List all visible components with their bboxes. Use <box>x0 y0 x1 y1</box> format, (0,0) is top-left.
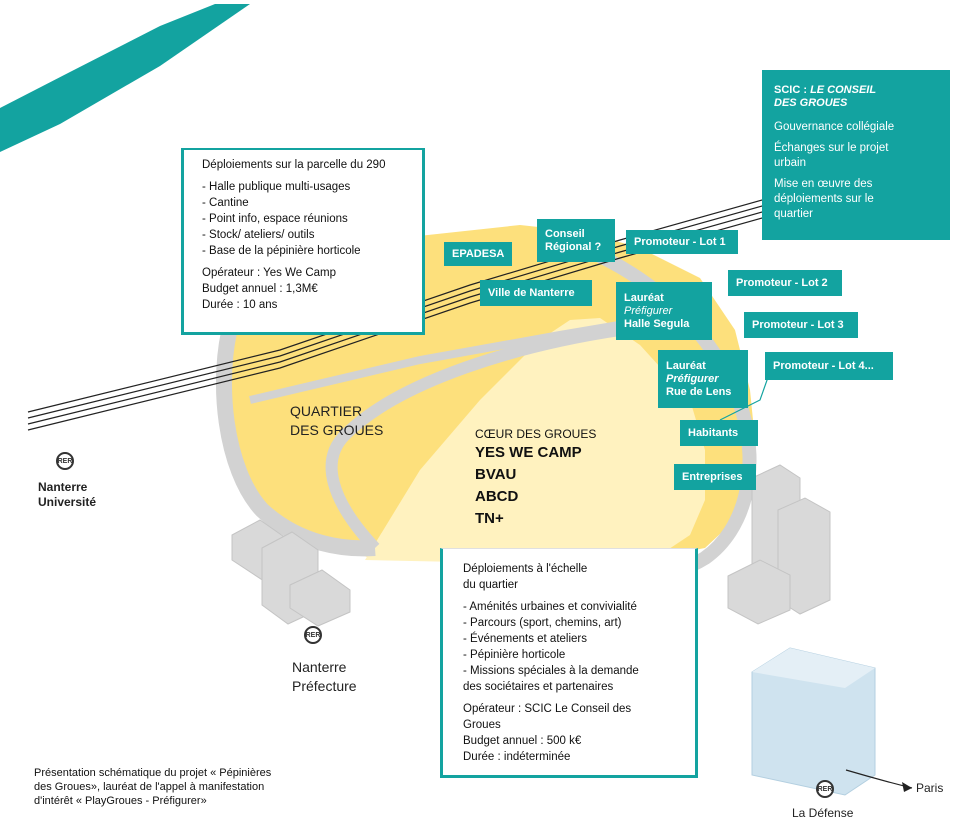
road-diagonal <box>249 314 661 404</box>
quartier-des-groues-label: QUARTIER DES GROUES <box>290 403 384 438</box>
road-curve <box>325 324 621 553</box>
coeur-name: ABCD <box>475 488 519 505</box>
quartier-card-title: Déploiements à l'échelle du quartier <box>463 563 588 591</box>
tag-promoteur-lot4: Promoteur - Lot 4... <box>765 352 893 380</box>
parcel-duration: Durée : 10 ans <box>202 299 278 311</box>
scic-panel: SCIC : LE CONSEIL DES GROUES Gouvernance… <box>762 70 950 240</box>
list-item: - Aménités urbaines et convivialité <box>463 601 637 613</box>
tag-laureat-rue-de-lens: Lauréat Préfigurer Rue de Lens <box>658 350 748 408</box>
rer-icon: RER <box>304 626 322 644</box>
list-item: - Base de la pépinière horticole <box>202 245 361 257</box>
east-buildings <box>727 464 831 625</box>
list-item: - Parcours (sport, chemins, art) <box>463 617 622 629</box>
list-item: - Événements et ateliers <box>463 633 588 645</box>
quartier-budget: Budget annuel : 500 k€ <box>463 735 582 747</box>
list-item: - Missions spéciales à la demande <box>463 665 639 677</box>
parcel-card-title: Déploiements sur la parcelle du 290 <box>202 159 386 171</box>
scic-body: Gouvernance collégiale Échanges sur le p… <box>774 120 938 222</box>
figure-caption: Présentation schématique du projet « Pép… <box>34 767 272 807</box>
prefecture-buildings <box>231 519 351 627</box>
parcel-operator: Opérateur : Yes We Camp <box>202 267 337 279</box>
paris-arrow-head <box>902 782 912 792</box>
scic-line: déploiements sur le <box>774 193 874 205</box>
list-item: - Pépinière horticole <box>463 649 566 661</box>
tag-laureat-halle-segula: Lauréat Préfigurer Halle Segula <box>616 282 712 340</box>
quartier-operator: Opérateur : SCIC Le Conseil des Groues <box>463 703 632 731</box>
list-item: des sociétaires et partenaires <box>463 681 614 693</box>
tag-entreprises: Entreprises <box>674 464 756 490</box>
list-item: - Point info, espace réunions <box>202 213 348 225</box>
list-item: - Cantine <box>202 197 249 209</box>
scic-line: Échanges sur le projet <box>774 142 889 154</box>
tag-epadesa: EPADESA <box>444 242 512 266</box>
coeur-title: CŒUR DES GROUES <box>475 427 597 441</box>
station-nanterre-prefecture: Nanterre Préfecture <box>292 659 357 694</box>
parcel-card: Déploiements sur la parcelle du 290 - Ha… <box>181 148 425 335</box>
coeur-des-groues: CŒUR DES GROUES YES WE CAMP BVAU ABCD TN… <box>475 426 596 530</box>
parcel-budget: Budget annuel : 1,3M€ <box>202 283 318 295</box>
tag-ville-de-nanterre: Ville de Nanterre <box>480 280 592 306</box>
paris-label: Paris <box>916 781 944 795</box>
scic-line: Mise en œuvre des <box>774 178 873 190</box>
coeur-zone <box>365 318 705 562</box>
rer-icon: RER <box>56 452 74 470</box>
list-item: - Stock/ ateliers/ outils <box>202 229 315 241</box>
tag-promoteur-lot2: Promoteur - Lot 2 <box>728 270 842 296</box>
quartier-card: Déploiements à l'échelle du quartier - A… <box>440 548 698 778</box>
tag-conseil-regional: Conseil Régional ? <box>537 219 615 262</box>
scic-title: SCIC : LE CONSEIL DES GROUES <box>774 84 877 109</box>
scic-line: quartier <box>774 208 813 220</box>
la-defense-arch <box>751 647 876 796</box>
scic-line: Gouvernance collégiale <box>774 121 895 133</box>
quartier-card-list: - Aménités urbaines et convivialité - Pa… <box>463 599 683 695</box>
parcel-card-list: - Halle publique multi-usages - Cantine … <box>202 179 410 259</box>
quartier-duration: Durée : indéterminée <box>463 751 571 763</box>
station-la-defense: La Défense <box>792 806 854 820</box>
coeur-name: YES WE CAMP <box>475 444 582 461</box>
coeur-name: TN+ <box>475 510 504 527</box>
tag-promoteur-lot1: Promoteur - Lot 1 <box>626 230 738 254</box>
scic-line: urbain <box>774 157 806 169</box>
station-nanterre-universite: Nanterre Université <box>38 480 97 509</box>
coeur-name: BVAU <box>475 466 517 483</box>
tag-promoteur-lot3: Promoteur - Lot 3 <box>744 312 858 338</box>
seine-river <box>0 4 250 152</box>
tag-habitants: Habitants <box>680 420 758 446</box>
list-item: - Halle publique multi-usages <box>202 181 351 193</box>
rer-icon: RER <box>816 780 834 798</box>
